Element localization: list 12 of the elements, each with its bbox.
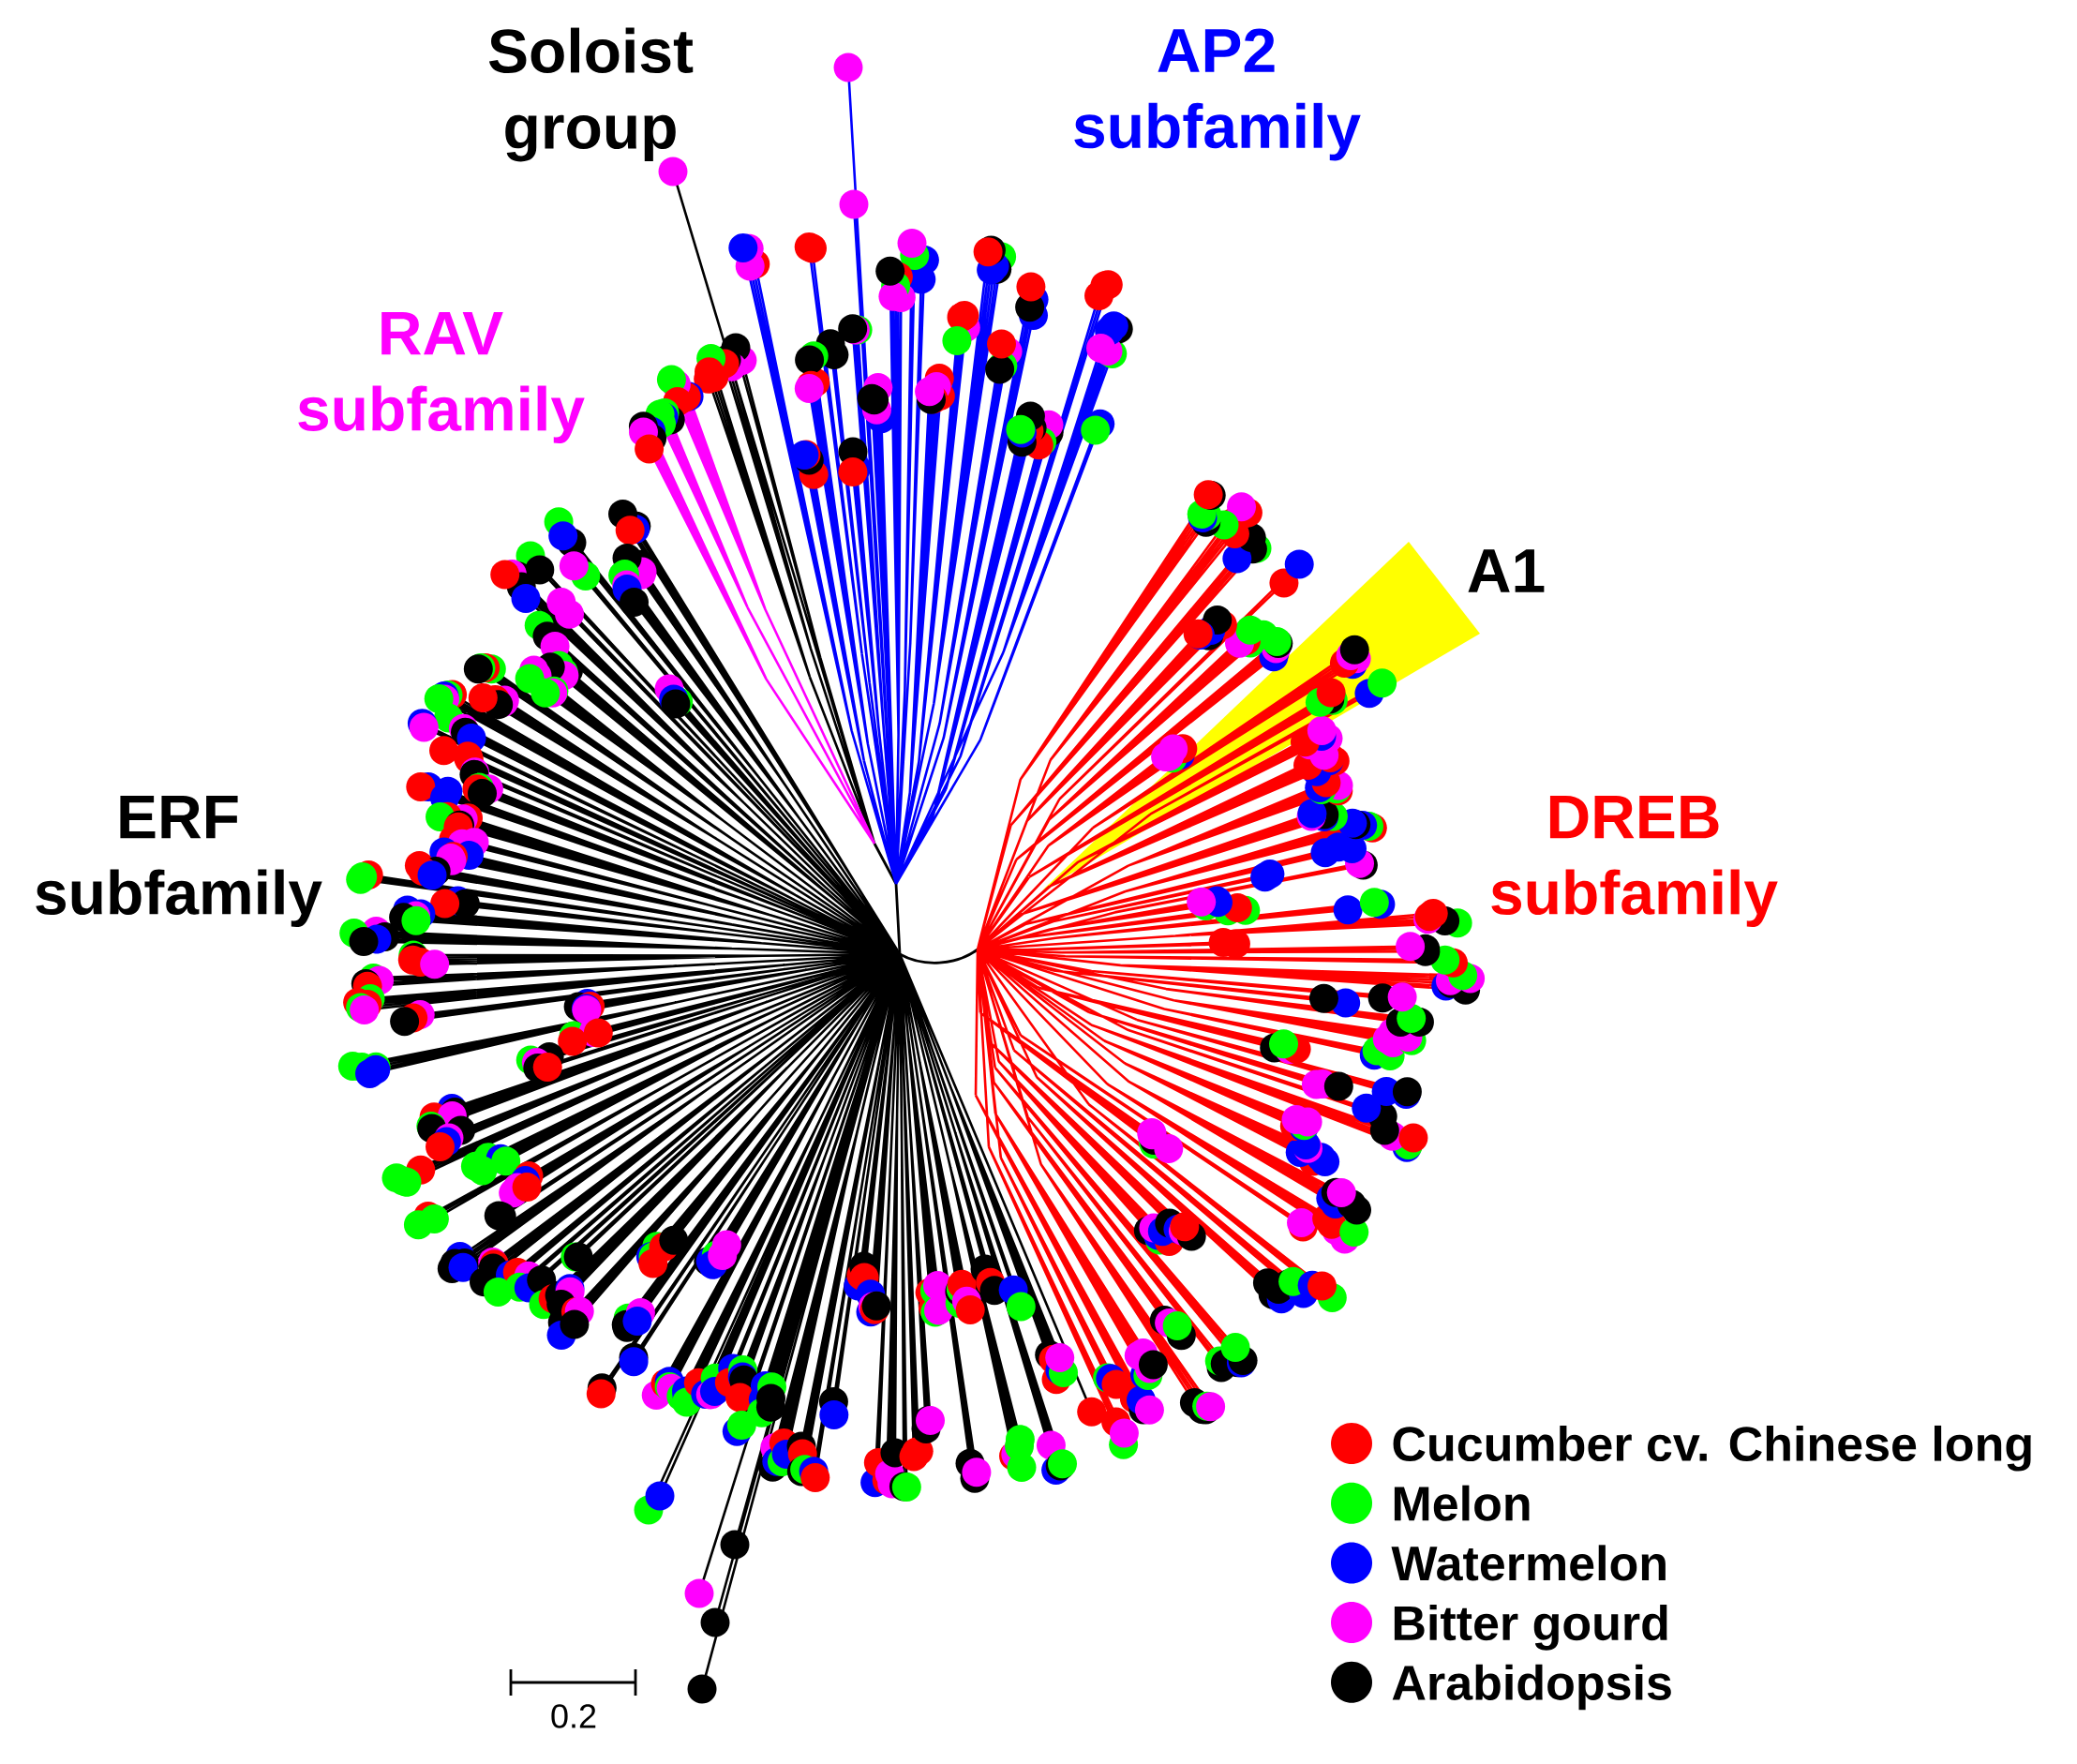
clade-label: RAV subfamily — [298, 311, 585, 444]
legend-label: Watermelon — [1391, 1545, 1666, 1581]
clade-label: Soloist group — [488, 27, 694, 162]
scale-label: 0.2 — [551, 1704, 596, 1728]
legend-label: Melon — [1394, 1485, 1530, 1521]
clade-label: ERF subfamily — [36, 795, 322, 928]
clade-label: A1 — [1468, 549, 1545, 592]
legend-label: Bitter gourd — [1394, 1605, 1667, 1651]
clade-label: DREB subfamily — [1491, 795, 1778, 928]
clade-label: AP2 subfamily — [1074, 28, 1361, 161]
legend-label: Cucumber cv. Chinese long — [1393, 1425, 2031, 1472]
legend-label: Arabidopsis — [1392, 1664, 1671, 1711]
